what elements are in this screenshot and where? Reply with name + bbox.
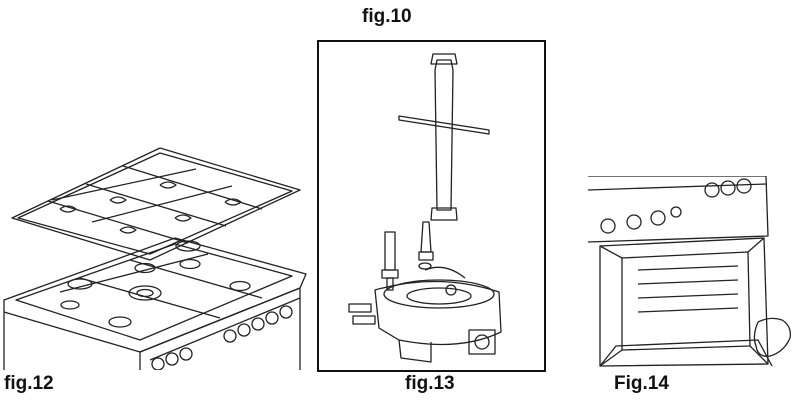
caption-fig13: fig.13 [405,373,455,394]
caption-fig10: fig.10 [362,6,412,27]
spanner-injector-illustration [348,53,502,363]
figure-13-frame [317,40,546,372]
caption-fig14: Fig.14 [614,373,669,394]
caption-fig12: fig.12 [4,373,54,394]
cooker-hob-illustration [3,147,307,370]
oven-open-illustration [588,176,791,367]
